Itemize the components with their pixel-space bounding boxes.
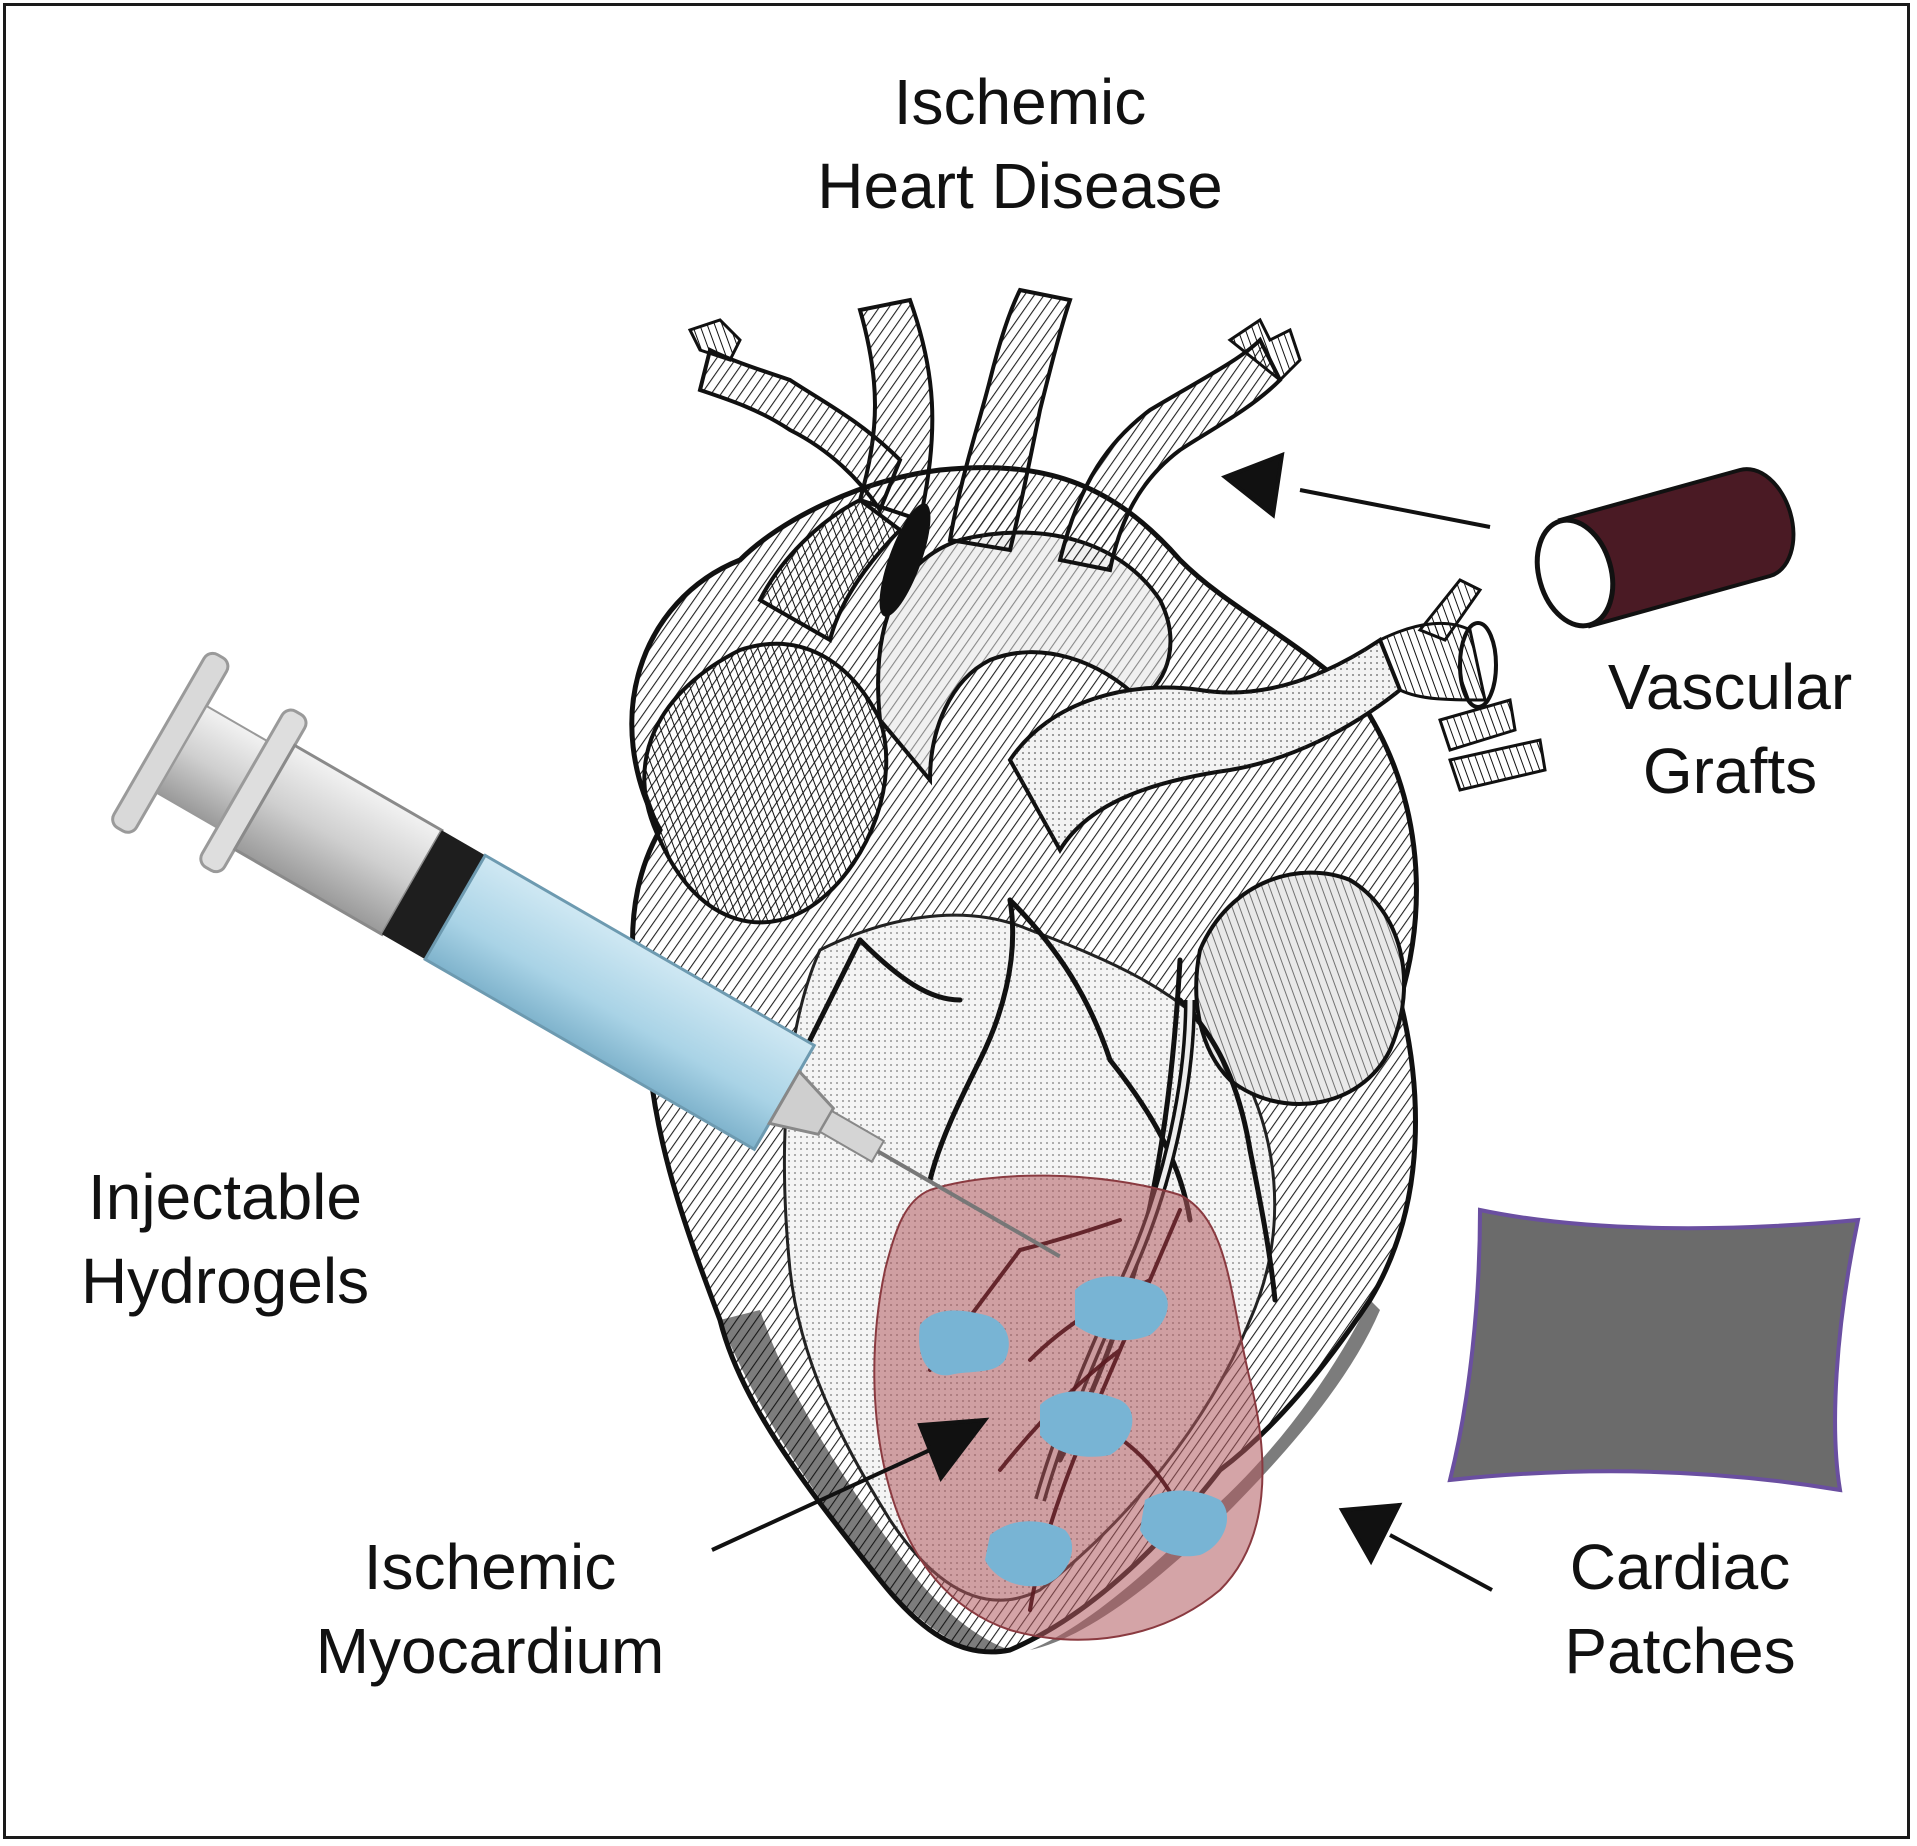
- cardiac-patches-line-1: Cardiac: [1569, 1531, 1791, 1603]
- hydrogel-blob: [1040, 1391, 1133, 1457]
- arrow-head-ischemic-myocardium: [917, 1417, 990, 1483]
- syringe-barrel: [232, 743, 444, 937]
- label-ischemic-myocardium: Ischemic Myocardium: [285, 1525, 695, 1693]
- arrow-head-vascular-grafts: [1221, 451, 1285, 519]
- title-line-1: Ischemic: [893, 66, 1147, 138]
- cardiac-patches-line-2: Patches: [1564, 1615, 1796, 1687]
- diagram-title: Ischemic Heart Disease: [780, 60, 1260, 228]
- label-injectable-hydrogels: Injectable Hydrogels: [40, 1155, 410, 1323]
- graft-tube-body: [1557, 467, 1796, 629]
- injectable-hydrogels-line-2: Hydrogels: [80, 1245, 370, 1317]
- hydrogel-blob: [1075, 1276, 1168, 1341]
- hydrogel-blob: [919, 1310, 1009, 1376]
- left-carotid-artery: [1057, 336, 1283, 573]
- arrow-vascular-grafts: [1299, 488, 1491, 529]
- ischemic-myocardium-line-2: Myocardium: [315, 1615, 665, 1687]
- ischemic-myocardium-line-1: Ischemic: [363, 1531, 617, 1603]
- hydrogel-blob: [985, 1521, 1073, 1587]
- title-line-2: Heart Disease: [817, 150, 1223, 222]
- arrow-cardiac-patches: [1389, 1533, 1493, 1592]
- brachiocephalic-trunk: [947, 287, 1073, 553]
- plunger-stopper: [381, 830, 486, 960]
- cardiac-patch: [1447, 1207, 1861, 1493]
- arrow-ischemic-myocardium: [711, 1448, 931, 1552]
- vascular-grafts-line-1: Vascular: [1607, 651, 1853, 723]
- label-vascular-grafts: Vascular Grafts: [1560, 645, 1900, 813]
- right-subclavian-artery: [697, 347, 903, 515]
- hydrogel-blob: [1140, 1490, 1228, 1557]
- graft-tube-opening: [1534, 517, 1616, 629]
- injectable-hydrogels-line-1: Injectable: [88, 1161, 362, 1233]
- syringe: [111, 651, 1061, 1259]
- label-cardiac-patches: Cardiac Patches: [1520, 1525, 1840, 1693]
- vascular-graft: [1534, 467, 1796, 629]
- vascular-grafts-line-2: Grafts: [1642, 735, 1818, 807]
- syringe-tip: [766, 1068, 836, 1137]
- hydrogel-blobs: [919, 1276, 1228, 1587]
- syringe-needle: [876, 1149, 1061, 1259]
- arrow-head-cardiac-patches: [1338, 1502, 1403, 1566]
